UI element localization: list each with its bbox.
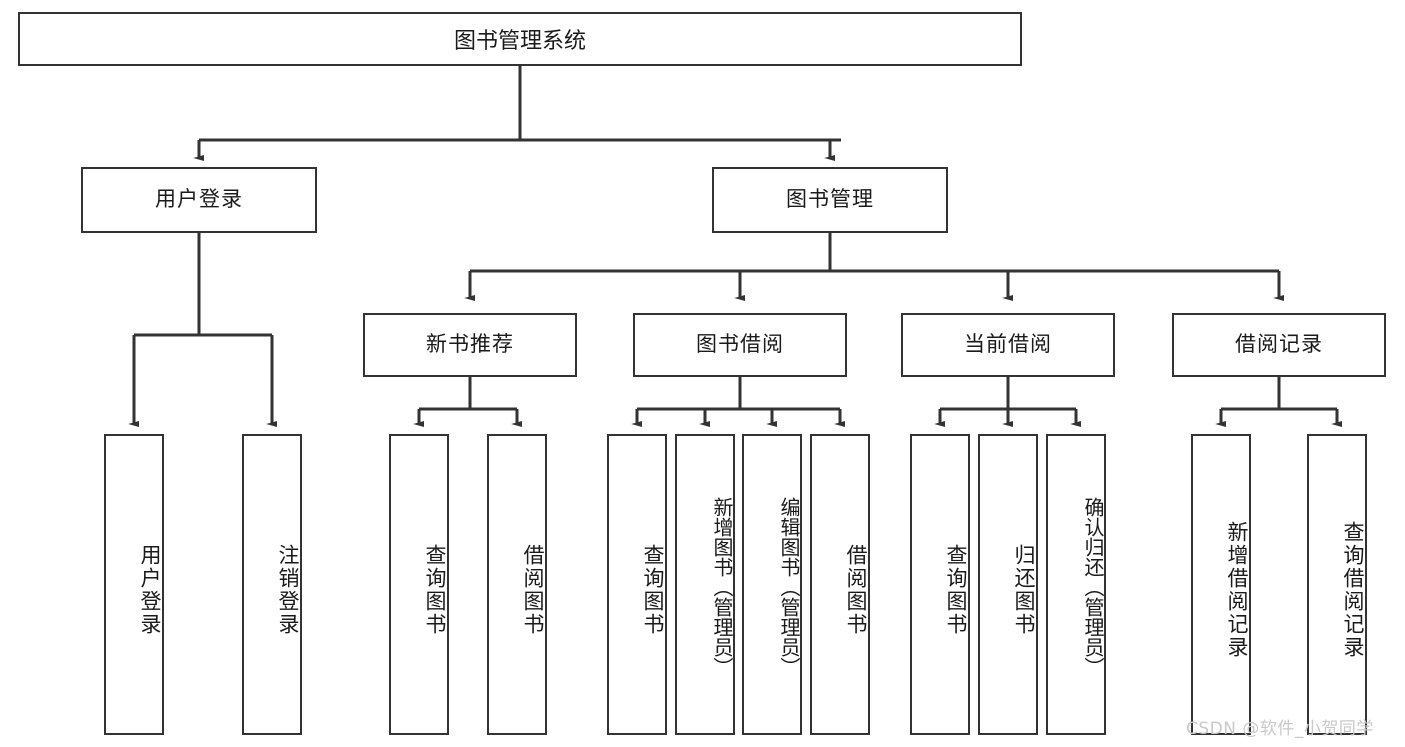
- node-borrow-record[interactable]: 借阅记录: [1172, 313, 1386, 377]
- node-new-book-recommend-label: 新书推荐: [426, 332, 514, 357]
- node-book-management-label: 图书管理: [786, 187, 874, 212]
- leaf-br-add-record[interactable]: 新增借阅记录: [1191, 434, 1251, 735]
- node-root-label: 图书管理系统: [453, 29, 586, 54]
- node-book-borrow-label: 图书借阅: [696, 332, 784, 357]
- leaf-logout[interactable]: 注销登录: [242, 434, 302, 735]
- leaf-cb-query-book[interactable]: 查询图书: [910, 434, 970, 735]
- leaf-user-login[interactable]: 用户登录: [104, 434, 164, 735]
- leaf-bb-add-book-admin[interactable]: 新增图书（管理员）: [675, 434, 735, 735]
- leaf-bb-add-book-admin-label: 新增图书（管理员）: [710, 496, 734, 677]
- leaf-nb-query-book[interactable]: 查询图书: [389, 434, 449, 735]
- node-user-login[interactable]: 用户登录: [81, 167, 317, 233]
- leaf-br-add-record-label: 新增借阅记录: [1225, 520, 1249, 659]
- leaf-bb-query-book[interactable]: 查询图书: [607, 434, 667, 735]
- watermark: CSDN @软件_小贺同学: [1186, 719, 1374, 739]
- node-current-borrow[interactable]: 当前借阅: [901, 313, 1115, 377]
- leaf-nb-query-book-label: 查询图书: [423, 543, 447, 636]
- node-book-borrow[interactable]: 图书借阅: [633, 313, 847, 377]
- leaf-bb-query-book-label: 查询图书: [641, 543, 665, 636]
- leaf-br-query-record-label: 查询借阅记录: [1341, 520, 1365, 659]
- leaf-nb-borrow-book-label: 借阅图书: [521, 543, 545, 636]
- leaf-logout-label: 注销登录: [276, 543, 300, 636]
- leaf-cb-confirm-return-admin-label: 确认归还（管理员）: [1081, 496, 1105, 677]
- leaf-bb-borrow-book[interactable]: 借阅图书: [810, 434, 870, 735]
- node-book-management[interactable]: 图书管理: [712, 167, 948, 233]
- leaf-user-login-label: 用户登录: [138, 543, 162, 636]
- leaf-cb-return-book[interactable]: 归还图书: [978, 434, 1038, 735]
- leaf-cb-return-book-label: 归还图书: [1012, 543, 1036, 636]
- node-current-borrow-label: 当前借阅: [964, 332, 1052, 357]
- leaf-br-query-record[interactable]: 查询借阅记录: [1307, 434, 1367, 735]
- leaf-bb-edit-book-admin[interactable]: 编辑图书（管理员）: [742, 434, 802, 735]
- leaf-cb-query-book-label: 查询图书: [944, 543, 968, 636]
- node-user-login-label: 用户登录: [155, 187, 243, 212]
- node-new-book-recommend[interactable]: 新书推荐: [363, 313, 577, 377]
- leaf-bb-edit-book-admin-label: 编辑图书（管理员）: [777, 496, 801, 677]
- leaf-nb-borrow-book[interactable]: 借阅图书: [487, 434, 547, 735]
- node-root-system[interactable]: 图书管理系统: [18, 12, 1022, 66]
- leaf-bb-borrow-book-label: 借阅图书: [844, 543, 868, 636]
- node-borrow-record-label: 借阅记录: [1235, 332, 1323, 357]
- leaf-cb-confirm-return-admin[interactable]: 确认归还（管理员）: [1046, 434, 1106, 735]
